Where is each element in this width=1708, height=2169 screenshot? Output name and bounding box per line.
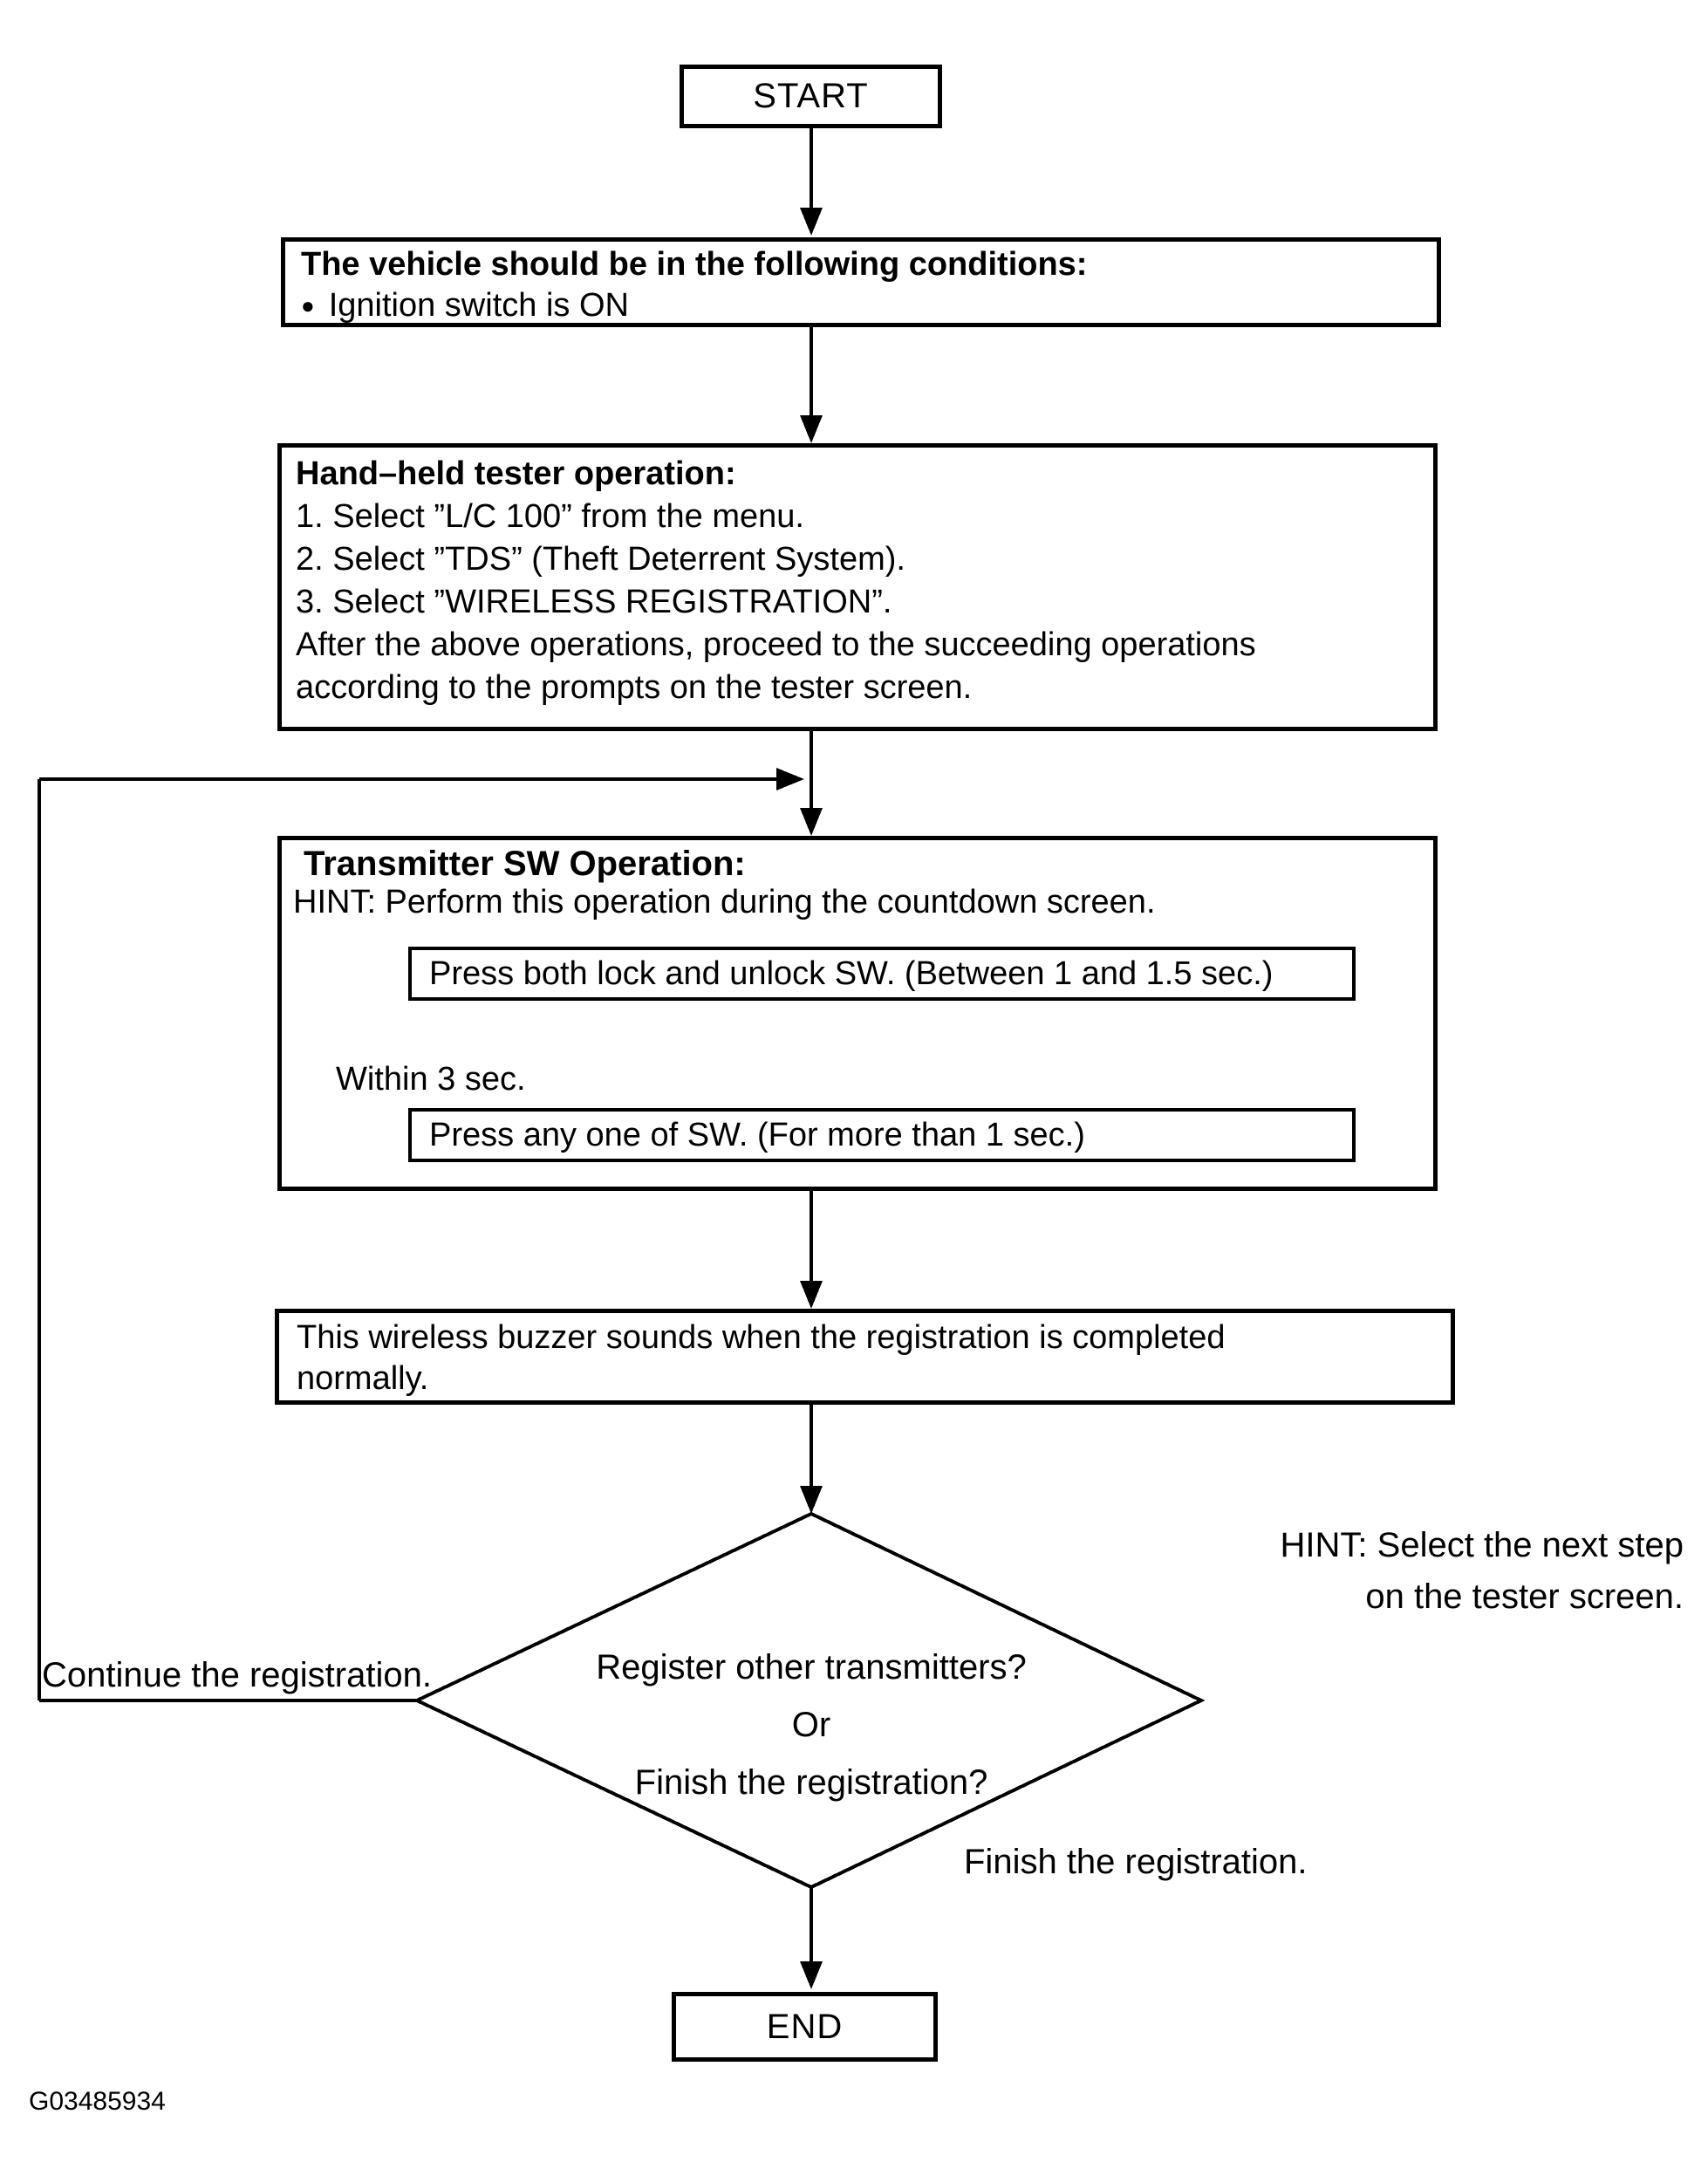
continue-branch-label: Continue the registration. [42,1656,432,1694]
press-any-label: Press any one of SW. (For more than 1 se… [429,1116,1085,1153]
tester-node: Hand–held tester operation: 1. Select ”L… [277,443,1438,731]
transmitter-title: Transmitter SW Operation: [304,845,746,883]
tester-title: Hand–held tester operation: [296,455,736,492]
conditions-item-text: Ignition switch is ON [328,287,629,324]
tester-step-2: 2. Select ”TDS” (Theft Deterrent System)… [296,541,905,578]
tester-step-3: 3. Select ”WIRELESS REGISTRATION”. [296,584,892,620]
arrowhead-decision-to-end [800,1961,823,1989]
tester-note-line-1: After the above operations, proceed to t… [296,626,1256,663]
tester-screen-hint: HINT: Select the next step on the tester… [1256,1520,1684,1623]
bullet-icon: ● [301,292,315,318]
decision-line-3: Finish the registration? [634,1763,988,1802]
tester-step-1: 1. Select ”L/C 100” from the menu. [296,498,804,535]
tester-screen-hint-line-1: HINT: Select the next step [1280,1526,1684,1564]
press-both-label: Press both lock and unlock SW. (Between … [429,954,1274,992]
conditions-title: The vehicle should be in the following c… [301,246,1088,283]
tester-screen-hint-line-2: on the tester screen. [1365,1577,1684,1616]
start-node: START [680,65,942,128]
finish-branch-label: Finish the registration. [964,1843,1308,1881]
arrowhead-transmitter-to-buzzer [800,1281,823,1309]
arrowhead-buzzer-to-decision [800,1486,823,1514]
transmitter-hint: HINT: Perform this operation during the … [293,884,1156,920]
decision-line-2: Or [791,1706,831,1744]
decision-text: Register other transmitters? Or Finish t… [484,1639,1138,1811]
arrowhead-start-to-conditions [800,208,823,236]
conditions-item: ● Ignition switch is ON [301,285,1437,326]
buzzer-line-2: normally. [297,1360,429,1397]
arrowhead-conditions-to-tester [800,415,823,443]
end-node: END [672,1992,938,2062]
decision-line-1: Register other transmitters? [596,1648,1027,1687]
arrowhead-tester-to-transmitter [800,808,823,836]
arrowhead-loop-junction [776,768,804,790]
end-label: END [766,2007,844,2046]
tester-note-line-2: according to the prompts on the tester s… [296,669,973,706]
buzzer-node: This wireless buzzer sounds when the reg… [275,1309,1455,1405]
conditions-node: The vehicle should be in the following c… [281,237,1441,327]
start-label: START [753,77,869,115]
press-any-node: Press any one of SW. (For more than 1 se… [408,1108,1356,1162]
buzzer-line-1: This wireless buzzer sounds when the reg… [297,1319,1226,1356]
press-both-node: Press both lock and unlock SW. (Between … [408,947,1356,1001]
interval-label: Within 3 sec. [336,1061,526,1098]
figure-id: G03485934 [29,2087,166,2116]
